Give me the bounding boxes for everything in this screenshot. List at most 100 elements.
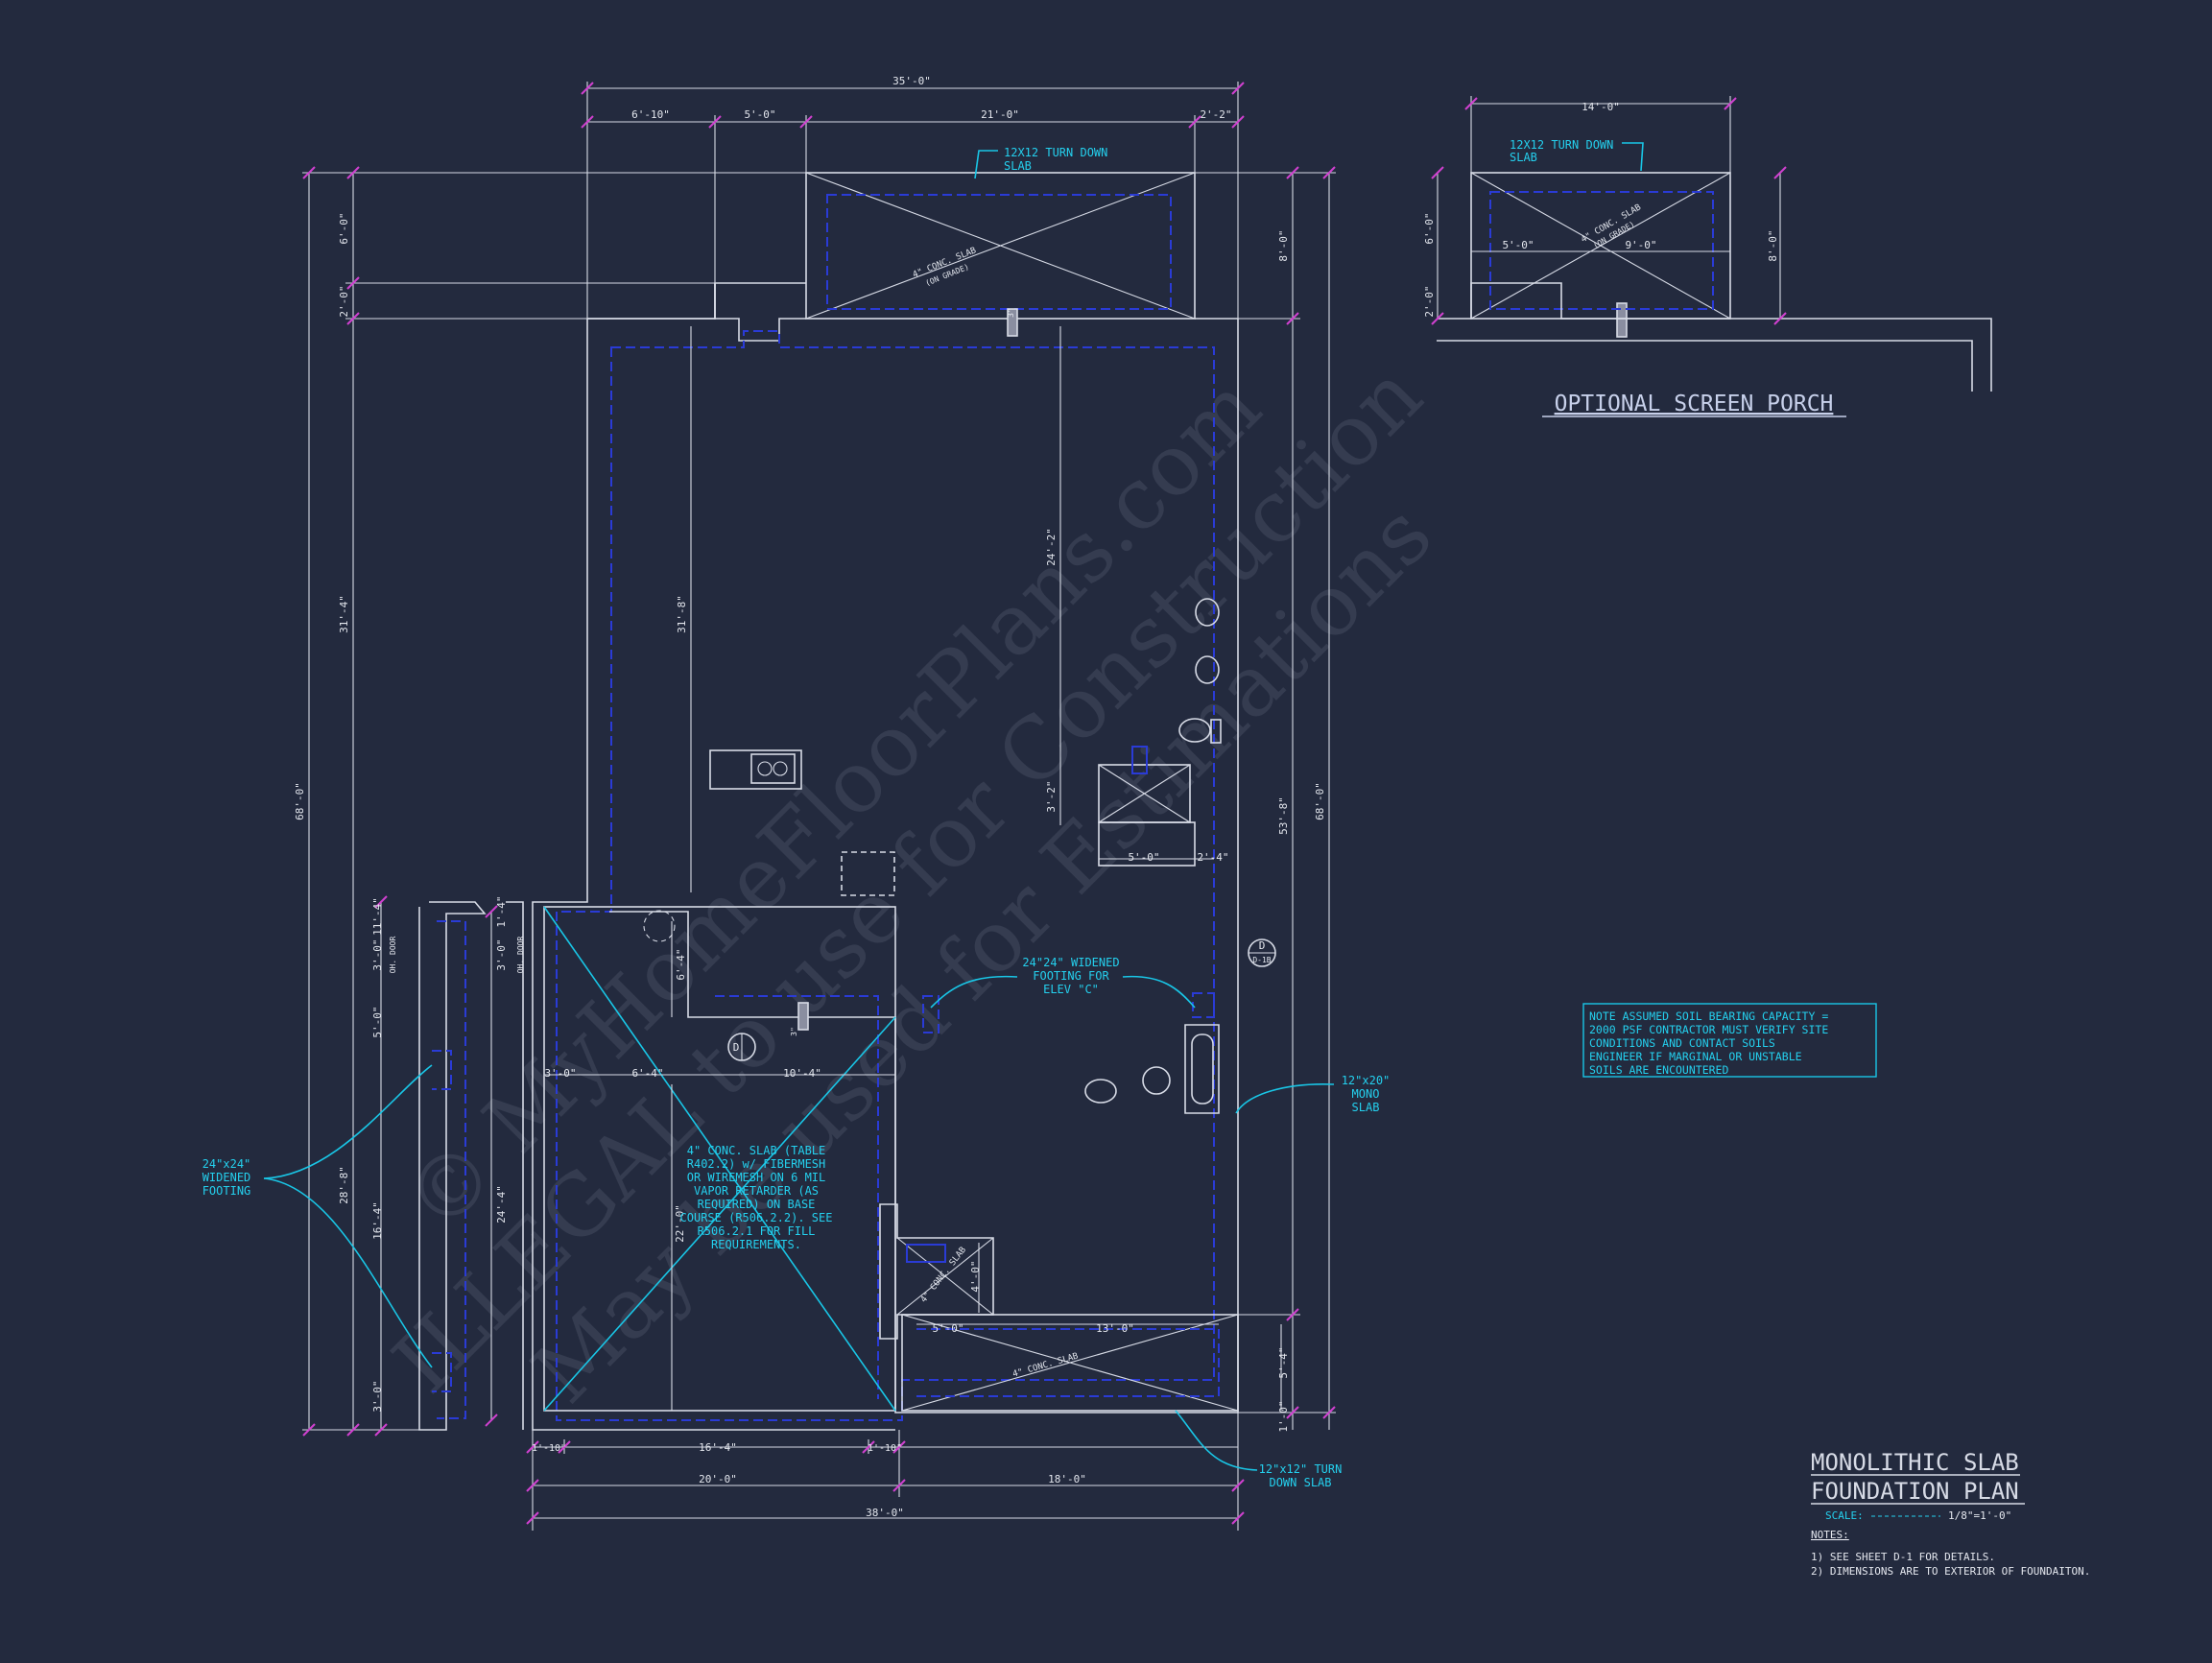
lav-sink-3 bbox=[1084, 1079, 1117, 1104]
bottom-turn-down-leader bbox=[1175, 1410, 1258, 1471]
tub-inner bbox=[1191, 1033, 1214, 1105]
rear-porch-slab bbox=[805, 172, 1196, 320]
dim-g-10: 10'-4" bbox=[783, 1067, 821, 1080]
dim-right-53: 53'-8" bbox=[1277, 796, 1290, 835]
house-notch bbox=[714, 283, 806, 342]
porch-house-wall bbox=[1437, 340, 1973, 392]
garage-slab-note: 4" CONC. SLAB (TABLE R402.2) w/ FIBERMES… bbox=[680, 1144, 833, 1251]
dim-inner-2: 2'-4" bbox=[1197, 851, 1228, 864]
dim-top-b: 5'-0" bbox=[744, 108, 775, 121]
left-footing-3: FOOTING bbox=[202, 1184, 251, 1198]
bottom-turn-down-1: 12"x12" TURN bbox=[1259, 1462, 1343, 1476]
tag-3-top: 3" bbox=[1007, 308, 1015, 318]
dim-s-4: 4'-0" bbox=[969, 1260, 982, 1292]
garage-left-wall bbox=[506, 901, 524, 1430]
note-2: 2) DIMENSIONS ARE TO EXTERIOR OF FOUNDAI… bbox=[1811, 1565, 2090, 1578]
garage-note-4: VAPOR RETARDER (AS bbox=[694, 1184, 819, 1198]
left-footing-leader-1 bbox=[263, 1064, 433, 1179]
side-pad-1 bbox=[432, 1050, 452, 1090]
optional-screen-porch: 14'-0" 5'-0" 9'-0" 8'-0" 6'-0" 2'-0" 12X… bbox=[1423, 96, 1992, 417]
house-footing-line bbox=[556, 330, 1215, 1421]
dim-side-3b: 3'-0" bbox=[371, 1380, 384, 1412]
dim-bot-18: 18'-0" bbox=[1048, 1473, 1086, 1485]
soil-note-2: 2000 PSF CONTRACTOR MUST VERIFY SITE bbox=[1589, 1023, 1828, 1036]
garage-note-5: REQUIRED) ON BASE bbox=[698, 1198, 816, 1211]
dim-left-6: 6'-0" bbox=[338, 212, 350, 244]
garage-note-2: R402.2) w/ FIBERMESH bbox=[687, 1157, 826, 1171]
callouts: 12X12 TURN DOWN SLAB 4" CONC. SLAB (ON G… bbox=[202, 146, 1877, 1489]
dim-bot-b: 16'-4" bbox=[699, 1441, 737, 1454]
garage-slab-cross-2 bbox=[543, 1016, 896, 1412]
porch-dim-h2: 2'-0" bbox=[1423, 285, 1436, 317]
shower-curb bbox=[1098, 821, 1196, 867]
dimension-text: 35'-0" 6'-10" 5'-0" 21'-0" 2'-2" 6'-0" 2… bbox=[294, 75, 1326, 1519]
porch-slab-callout-2: SLAB bbox=[1510, 151, 1537, 164]
garage-note-3: OR WIREMESH ON 6 MIL bbox=[687, 1171, 826, 1184]
notes-heading: NOTES: bbox=[1811, 1529, 1849, 1541]
footing-elev-leader-left bbox=[930, 975, 1018, 1009]
dim-g-6b: 6'-4" bbox=[631, 1067, 663, 1080]
porch-dim-right: 9'-0" bbox=[1625, 239, 1656, 251]
porch-slab-cross-2 bbox=[805, 172, 1196, 320]
lav-sink-2 bbox=[1195, 655, 1220, 684]
plan-title-line-1: MONOLITHIC SLAB bbox=[1811, 1449, 2019, 1476]
dim-bot-38: 38'-0" bbox=[866, 1507, 904, 1519]
house-top-left bbox=[587, 283, 716, 320]
front-slab-footing bbox=[916, 1328, 1220, 1397]
soil-note-5: SOILS ARE ENCOUNTERED bbox=[1589, 1063, 1728, 1077]
bottom-turn-down-2: DOWN SLAB bbox=[1269, 1476, 1331, 1489]
footing-elev-3: ELEV "C" bbox=[1043, 983, 1099, 996]
ovh-door-label-left: OH. DOOR bbox=[389, 937, 397, 974]
tag-3-mid: 3" bbox=[790, 1027, 798, 1036]
mono-slab-1: 12"x20" bbox=[1342, 1074, 1391, 1087]
garage-note-6: COURSE (R506.2.2). SEE bbox=[680, 1211, 833, 1224]
detail-tag-left-letter: D bbox=[733, 1041, 740, 1054]
soil-note-3: CONDITIONS AND CONTACT SOILS bbox=[1589, 1036, 1775, 1050]
plan-title-line-2: FOUNDATION PLAN bbox=[1811, 1478, 2019, 1505]
dim-g-1a: 1'-4" bbox=[495, 895, 508, 927]
dim-g-22: 22'-0" bbox=[674, 1204, 686, 1243]
dim-right-overall: 68'-0" bbox=[1314, 782, 1326, 820]
dim-g-3: 3'-0" bbox=[544, 1067, 576, 1080]
top-slab-callout-2: SLAB bbox=[1004, 159, 1032, 173]
side-wall-footing bbox=[437, 920, 466, 1419]
scale-label: SCALE: bbox=[1825, 1509, 1864, 1522]
garage-note-1: 4" CONC. SLAB (TABLE bbox=[687, 1144, 826, 1157]
dimension-lines bbox=[302, 82, 1336, 1531]
soil-note-4: ENGINEER IF MARGINAL OR UNSTABLE bbox=[1589, 1050, 1802, 1063]
dim-side-28: 28'-8" bbox=[338, 1166, 350, 1204]
dim-bot-20: 20'-0" bbox=[699, 1473, 737, 1485]
post-porch bbox=[1616, 302, 1628, 338]
sink-bowl-left bbox=[757, 761, 773, 776]
dim-g-3b: 3'-0" bbox=[495, 938, 508, 970]
footing-elev-leader-right bbox=[1122, 975, 1196, 1009]
top-slab-callout-1: 12X12 TURN DOWN bbox=[1004, 146, 1107, 159]
dim-inner-24: 24'-2" bbox=[1045, 528, 1058, 566]
dim-right-8: 8'-0" bbox=[1277, 229, 1290, 261]
kitchen-sink-base bbox=[709, 749, 802, 790]
main-foundation-outline: D D-1B D bbox=[532, 172, 1628, 1431]
front-slab-cross-2 bbox=[901, 1314, 1239, 1412]
side-pad-2 bbox=[432, 1352, 452, 1392]
small-slab-mark bbox=[906, 1244, 946, 1263]
left-footing-leader-2 bbox=[263, 1177, 433, 1368]
garage-slab bbox=[543, 906, 896, 1412]
tub bbox=[1184, 1024, 1220, 1114]
garage-partition-footing bbox=[715, 995, 879, 1399]
dimension-ticks bbox=[302, 82, 1336, 1525]
water-heater bbox=[643, 910, 676, 942]
soil-note-1: NOTE ASSUMED SOIL BEARING CAPACITY = bbox=[1589, 1010, 1828, 1023]
note-1: 1) SEE SHEET D-1 FOR DETAILS. bbox=[1811, 1551, 1995, 1563]
detail-tag-right-letter: D bbox=[1259, 939, 1266, 952]
shower-cross-2 bbox=[1098, 764, 1191, 823]
dim-inner-5: 5'-0" bbox=[1128, 851, 1159, 864]
porch-slab-callout-1: 12X12 TURN DOWN bbox=[1510, 138, 1613, 152]
scale-value: 1/8"=1'-0" bbox=[1948, 1509, 2011, 1522]
garage-pad-mark bbox=[922, 995, 940, 1033]
dim-g-24: 24'-4" bbox=[495, 1185, 508, 1223]
post-top bbox=[1007, 308, 1018, 337]
dim-inner-31: 31'-8" bbox=[676, 595, 688, 633]
dim-top-a: 6'-10" bbox=[631, 108, 670, 121]
small-conc-label: 4" CONC. SLAB bbox=[919, 1246, 968, 1305]
